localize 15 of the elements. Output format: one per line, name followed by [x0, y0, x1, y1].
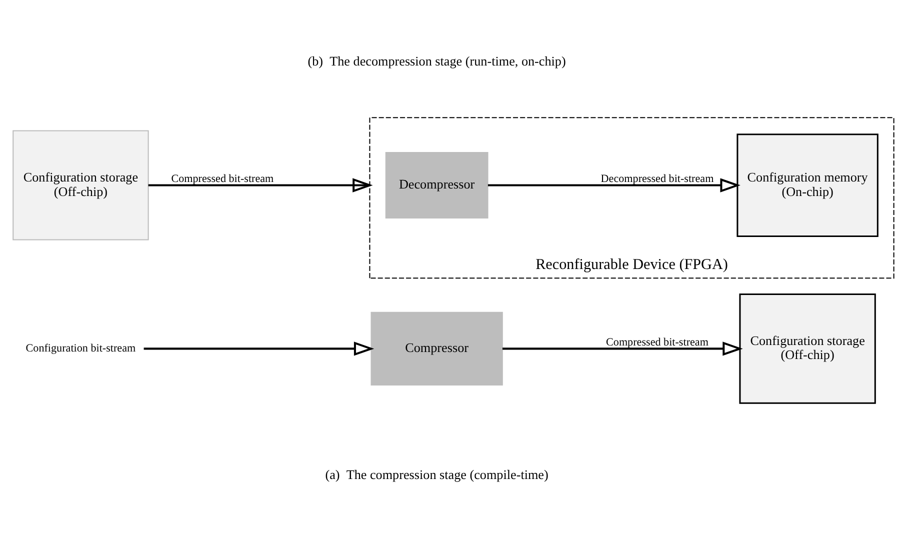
edge-label: Compressed bit-stream	[606, 336, 708, 348]
node-box: Configuration storage (Off-chip)	[12, 130, 148, 240]
arrow	[502, 342, 742, 356]
arrow	[143, 342, 374, 356]
node-text: Configuration bit-stream	[25, 342, 136, 355]
node-box: Configuration storage (Off-chip)	[738, 293, 876, 404]
arrow	[148, 178, 372, 192]
edge-label: Decompressed bit-stream	[600, 173, 714, 186]
arrow	[487, 178, 740, 192]
node-box: Compressor	[370, 312, 502, 386]
node-box: Configuration memory (On-chip)	[736, 134, 878, 237]
label: (a) The compression stage (compile-time)	[324, 467, 548, 482]
edge-label: Compressed bit-stream	[170, 173, 274, 186]
label: (b) The decompression stage (run-time, on-chip)	[307, 54, 566, 69]
node-box: Decompressor	[384, 152, 488, 219]
